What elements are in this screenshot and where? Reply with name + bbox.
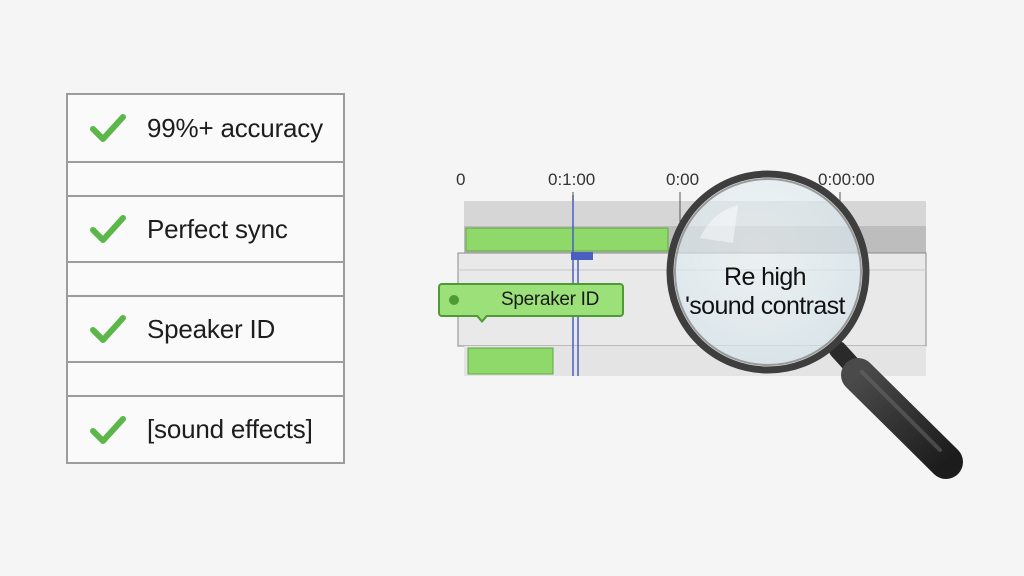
checklist-item-speaker-id: Speaker ID <box>68 295 343 361</box>
timeline-tick-label: 0:00 <box>666 170 700 189</box>
check-icon <box>90 415 126 444</box>
check-icon <box>90 114 126 142</box>
checklist-item-sync: Perfect sync <box>68 195 343 261</box>
checklist-item-label: [sound effects] <box>147 414 313 444</box>
speaker-id-tag[interactable]: Speraker ID <box>438 283 624 317</box>
playhead-handle[interactable] <box>571 252 593 260</box>
timeline-tick-label: 0:00:00 <box>818 170 875 189</box>
magnifier-handle <box>829 341 963 479</box>
magnifier-text-line2: 'sound contrast <box>685 292 845 320</box>
checklist-spacer <box>68 261 343 295</box>
timeline-tick-label: 0 <box>456 170 466 189</box>
check-icon <box>90 215 126 243</box>
checklist-item-label: 99%+ accuracy <box>147 112 323 143</box>
checklist-item-label: Speaker ID <box>147 313 276 344</box>
checklist-item-accuracy: 99%+ accuracy <box>68 95 343 161</box>
checklist-spacer <box>68 161 343 195</box>
checklist-item-label: Perfect sync <box>147 213 288 244</box>
checklist-item-sound-effects: [sound effects] <box>68 395 343 462</box>
magnifier-lens <box>670 174 866 370</box>
magnifier-rim <box>666 170 870 374</box>
checklist-spacer <box>68 361 343 395</box>
timeline-clip[interactable] <box>465 227 669 252</box>
timeline-tick-label: 0:1:00 <box>548 170 596 189</box>
speaker-id-tag-label: Speraker ID <box>501 289 600 310</box>
check-icon <box>90 315 126 343</box>
speaker-dot-icon <box>449 295 459 305</box>
magnifier-icon <box>666 170 963 479</box>
feature-checklist: 99%+ accuracy Perfect sync Speaker ID [s… <box>66 93 345 464</box>
timeline-clip[interactable] <box>467 347 554 375</box>
magnifier-text-line1: Re high <box>724 263 807 291</box>
